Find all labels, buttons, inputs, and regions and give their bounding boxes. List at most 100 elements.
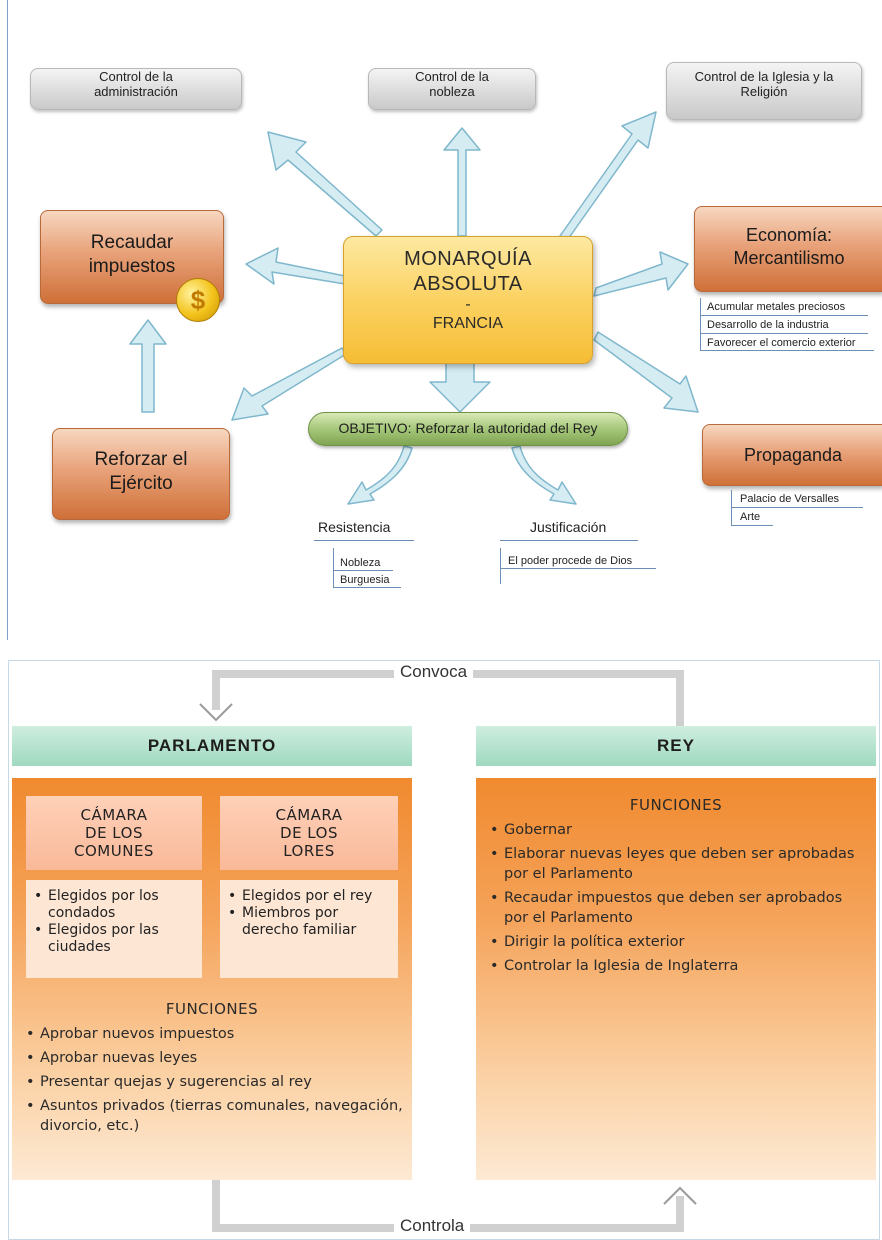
king-function-4: Dirigir la política exterior [490, 932, 870, 952]
arrow-to-administration [267, 131, 383, 237]
arrow-army-to-taxes [129, 319, 167, 413]
resistance-item-2: Burguesia [340, 574, 390, 586]
control-nobility-line2: nobleza [429, 84, 475, 99]
king-header: REY [476, 726, 876, 766]
economy-item-1: Acumular metales preciosos [707, 301, 846, 313]
king-function-1: Gobernar [490, 820, 870, 840]
parliament-function-2: Aprobar nuevas leyes [26, 1048, 406, 1068]
commons-item-1: Elegidos por los condados [34, 888, 196, 922]
king-function-2: Elaborar nuevas leyes que deben ser apro… [490, 844, 870, 884]
control-church-box: Control de la Iglesia y la Religión [666, 62, 862, 120]
arrow-to-nobility [443, 127, 481, 237]
king-function-3: Recaudar impuestos que deben ser aprobad… [490, 888, 870, 928]
economy-item-1-underline [700, 315, 868, 316]
controla-left-rise [212, 1180, 220, 1232]
justification-item-1: El poder procede de Dios [508, 555, 633, 567]
lords-item-1: Elegidos por el rey [228, 888, 394, 905]
king-function-5: Controlar la Iglesia de Inglaterra [490, 956, 870, 976]
commons-chamber-box: CÁMARA DE LOS COMUNES [26, 796, 202, 870]
convoca-right-drop [676, 670, 684, 726]
economy-title-line1: Economía: [745, 225, 833, 245]
control-administration-line1: Control de la [99, 69, 173, 84]
controla-arrowhead-icon [663, 1186, 697, 1205]
economy-item-2-underline [700, 333, 868, 334]
parliament-functions-list: Aprobar nuevos impuestos Aprobar nuevas … [26, 1024, 406, 1136]
justification-list-vline [500, 548, 501, 584]
king-functions-list: Gobernar Elaborar nuevas leyes que deben… [490, 820, 870, 976]
army-line1: Reforzar el [94, 449, 188, 470]
center-dash: - [465, 296, 471, 313]
commons-list-box: Elegidos por los condados Elegidos por l… [26, 880, 202, 978]
parliament-header-text: PARLAMENTO [147, 736, 277, 755]
army-box: Reforzar el Ejército [52, 428, 230, 520]
center-country: FRANCIA [432, 315, 504, 332]
control-administration-line2: administración [94, 84, 178, 99]
resistance-title: Resistencia [318, 519, 391, 535]
arrow-to-objective [429, 359, 491, 413]
lords-line2: DE LOS [280, 824, 338, 842]
control-church-line2: Religión [740, 84, 788, 99]
taxes-line2: impuestos [88, 256, 176, 277]
lords-chamber-box: CÁMARA DE LOS LORES [220, 796, 398, 870]
coin-icon: $ [176, 278, 220, 322]
king-header-text: REY [657, 736, 695, 755]
taxes-line1: Recaudar [90, 232, 174, 253]
army-line2: Ejército [109, 473, 173, 494]
lords-list-box: Elegidos por el rey Miembros por derecho… [220, 880, 398, 978]
resistance-title-underline [314, 540, 414, 541]
arrow-to-economy [593, 251, 689, 297]
control-nobility-line1: Control de la [415, 69, 489, 84]
propaganda-item-1-underline [731, 507, 863, 508]
resistance-item-2-underline [333, 587, 401, 588]
arrow-to-propaganda [593, 331, 699, 413]
commons-line1: CÁMARA [80, 806, 148, 824]
propaganda-title: Propaganda [743, 445, 843, 465]
propaganda-box: Propaganda [702, 424, 882, 486]
resistance-list-vline [333, 548, 334, 588]
lords-line1: CÁMARA [275, 806, 343, 824]
center-monarchy-box: MONARQUÍA ABSOLUTA - FRANCIA [343, 236, 593, 364]
parliament-functions-title: FUNCIONES [165, 1000, 259, 1018]
economy-item-3: Favorecer el comercio exterior [707, 337, 856, 349]
parliament-function-3: Presentar quejas y sugerencias al rey [26, 1072, 406, 1092]
arrow-to-justification [511, 445, 577, 505]
controla-right-rise [676, 1196, 684, 1232]
parliament-function-1: Aprobar nuevos impuestos [26, 1024, 406, 1044]
objective-text: OBJETIVO: Reforzar la autoridad del Rey [338, 420, 598, 436]
commons-line2: DE LOS [85, 824, 143, 842]
convoca-label: Convoca [394, 662, 474, 682]
arrow-to-army [231, 347, 347, 421]
economy-item-3-underline [700, 350, 874, 351]
convoca-arrowhead-icon [199, 703, 233, 722]
justification-title: Justificación [530, 519, 607, 535]
propaganda-item-2-underline [731, 525, 773, 526]
arrow-to-resistance [347, 445, 413, 505]
propaganda-list-vline [731, 490, 732, 526]
justification-title-underline [500, 540, 638, 541]
center-title-line1: MONARQUÍA [404, 248, 532, 270]
lords-line3: LORES [283, 842, 335, 860]
left-divider-line [7, 0, 8, 640]
arrow-to-church [559, 111, 657, 243]
arrows-layer [129, 111, 699, 505]
center-title-line2: ABSOLUTA [413, 273, 523, 295]
objective-pill: OBJETIVO: Reforzar la autoridad del Rey [308, 412, 628, 446]
propaganda-item-1: Palacio de Versalles [740, 493, 840, 505]
economy-item-2: Desarrollo de la industria [707, 319, 829, 331]
economy-list-vline [700, 298, 701, 350]
commons-line3: COMUNES [74, 842, 154, 860]
lords-item-2: Miembros por derecho familiar [228, 905, 394, 939]
parliament-function-4: Asuntos privados (tierras comunales, nav… [26, 1096, 406, 1136]
control-nobility-box: Control de la nobleza [368, 68, 536, 110]
arrow-to-taxes [245, 247, 346, 285]
justification-item-1-underline [500, 568, 656, 569]
resistance-item-1: Nobleza [340, 557, 381, 569]
king-functions-title: FUNCIONES [629, 796, 723, 814]
parliament-header: PARLAMENTO [12, 726, 412, 766]
commons-item-2: Elegidos por las ciudades [34, 922, 196, 956]
coin-symbol: $ [190, 285, 206, 315]
propaganda-item-2: Arte [740, 511, 761, 523]
resistance-item-1-underline [333, 570, 393, 571]
control-church-line1: Control de la Iglesia y la [694, 69, 834, 84]
economy-title-line2: Mercantilismo [733, 248, 845, 268]
